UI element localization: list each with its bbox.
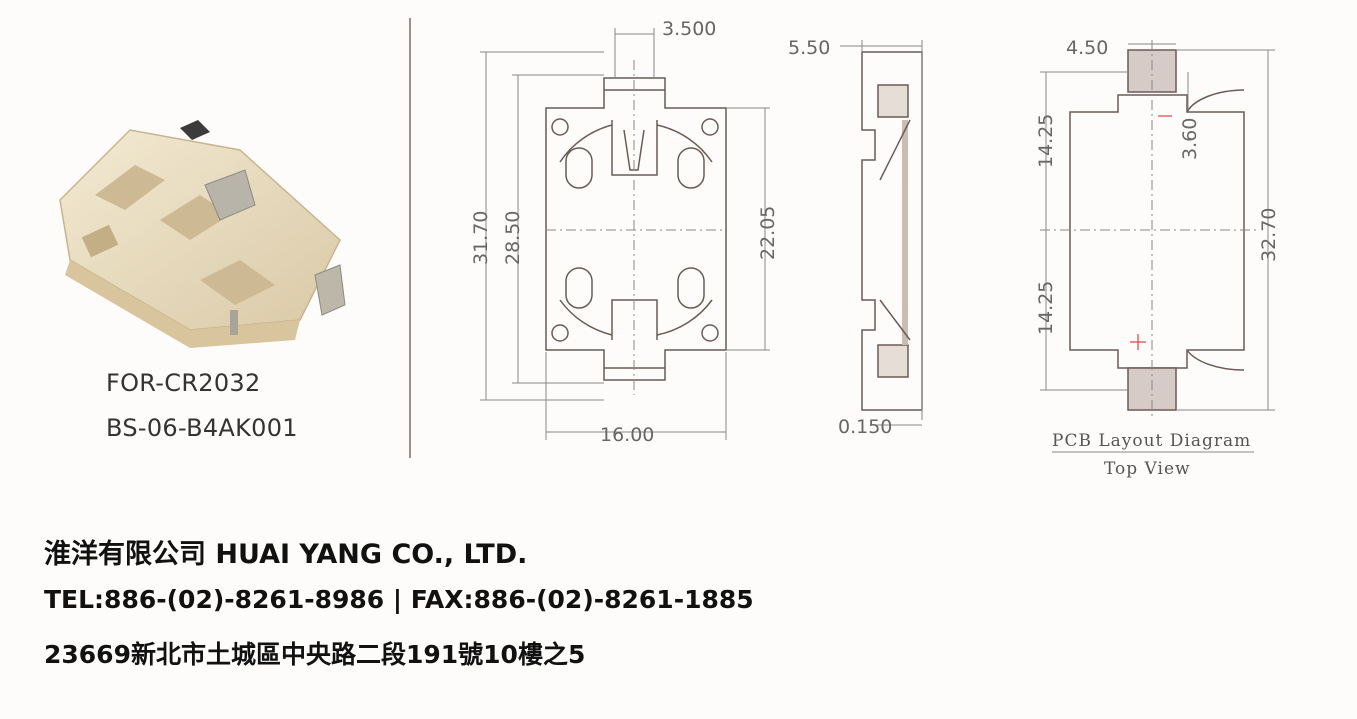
dim-4-50: 4.50 — [1066, 37, 1108, 59]
part-number-label: BS-06-B4AK001 — [106, 414, 298, 442]
pcb-caption-sub: Top View — [1104, 459, 1191, 479]
dim-3-500: 3.500 — [662, 18, 716, 40]
pcb-layout-outline — [1069, 49, 1245, 411]
battery-type-label: FOR-CR2032 — [106, 369, 261, 397]
dim-22-05: 22.05 — [757, 206, 779, 260]
dim-31-70: 31.70 — [470, 211, 492, 265]
dim-0-150: 0.150 — [838, 416, 892, 438]
dim-5-50: 5.50 — [788, 37, 830, 59]
section-divider — [409, 18, 411, 458]
pcb-caption-title: PCB Layout Diagram — [1052, 431, 1251, 451]
dim-3-60: 3.60 — [1179, 118, 1201, 160]
dim-16-00: 16.00 — [600, 424, 654, 446]
technical-drawings: 3.500 31.70 28.50 22.05 16.00 5.50 0.150… — [470, 18, 1280, 479]
company-contact: TEL:886-(02)-8261-8986 | FAX:886-(02)-82… — [44, 585, 754, 614]
dim-14-25-bottom: 14.25 — [1035, 281, 1057, 335]
dim-28-50: 28.50 — [502, 211, 524, 265]
side-view-outline — [861, 40, 923, 420]
front-view-outline — [545, 77, 727, 381]
dim-32-70: 32.70 — [1258, 208, 1280, 262]
product-photo — [59, 120, 346, 348]
company-name: 淮洋有限公司 HUAI YANG CO., LTD. — [44, 539, 528, 570]
company-address: 23669新北市土城區中央路二段191號10樓之5 — [44, 640, 586, 669]
dim-14-25-top: 14.25 — [1035, 114, 1057, 168]
